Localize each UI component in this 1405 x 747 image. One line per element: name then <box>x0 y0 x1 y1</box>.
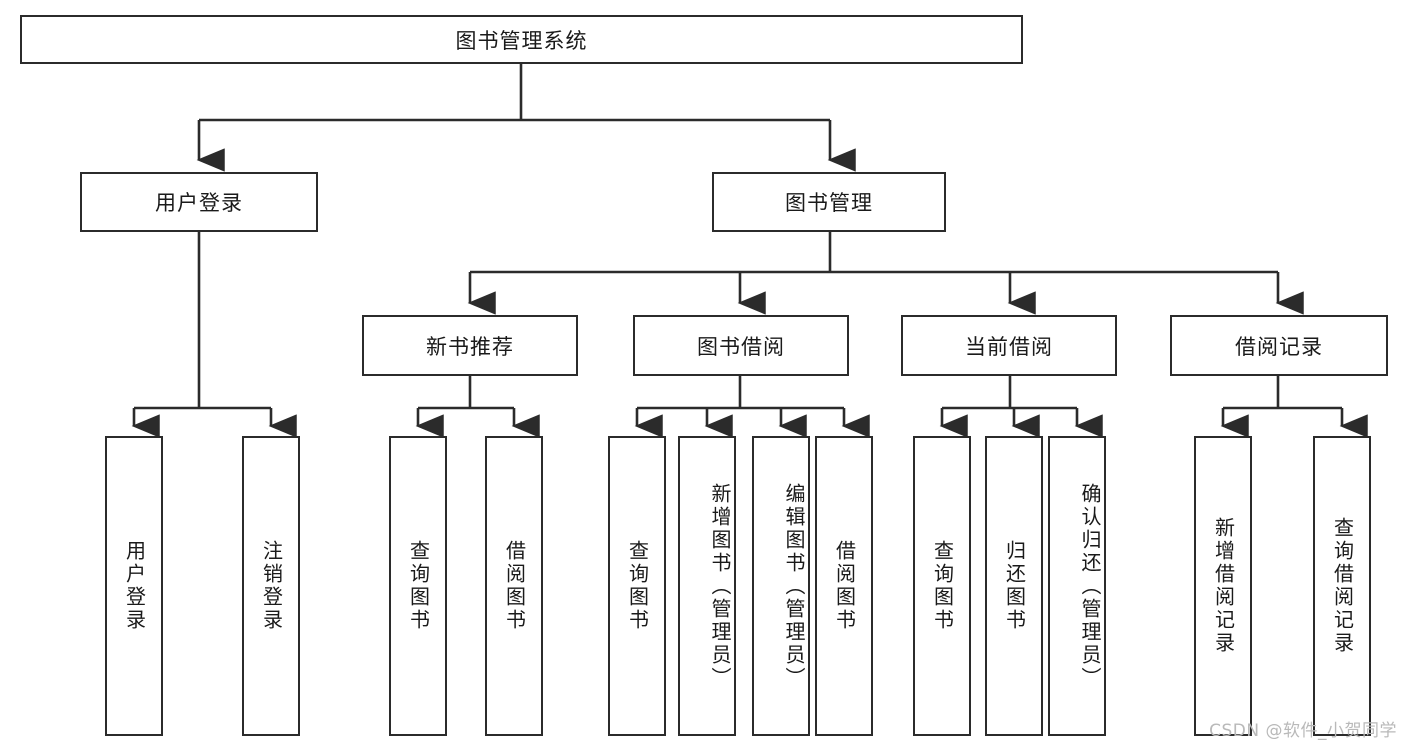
node-leaf-borrow-book-1[interactable]: 借阅图书 <box>485 436 543 736</box>
node-current-borrow[interactable]: 当前借阅 <box>901 315 1117 376</box>
node-leaf-logout-label: 注销登录 <box>259 540 284 632</box>
node-leaf-return-book-label: 归还图书 <box>1002 540 1027 632</box>
node-leaf-query-book-1[interactable]: 查询图书 <box>389 436 447 736</box>
node-leaf-query-book-2-label: 查询图书 <box>625 540 650 632</box>
node-leaf-query-book-3-label: 查询图书 <box>930 540 955 632</box>
node-borrow-record[interactable]: 借阅记录 <box>1170 315 1388 376</box>
node-leaf-query-book-1-label: 查询图书 <box>406 540 431 632</box>
node-root-system-label: 图书管理系统 <box>455 28 588 53</box>
node-leaf-query-book-3[interactable]: 查询图书 <box>913 436 971 736</box>
node-leaf-query-borrow-record-label: 查询借阅记录 <box>1330 517 1355 655</box>
node-leaf-borrow-book-2[interactable]: 借阅图书 <box>815 436 873 736</box>
node-book-borrow[interactable]: 图书借阅 <box>633 315 849 376</box>
node-current-borrow-label: 当前借阅 <box>965 334 1053 359</box>
node-root-system[interactable]: 图书管理系统 <box>20 15 1023 64</box>
node-new-book-recommend-label: 新书推荐 <box>426 334 514 359</box>
node-leaf-edit-book-admin-label: 编辑图书（管理员） <box>782 482 806 690</box>
node-leaf-add-book-admin-label: 新增图书（管理员） <box>708 482 732 690</box>
node-book-management[interactable]: 图书管理 <box>712 172 946 232</box>
node-leaf-add-book-admin[interactable]: 新增图书（管理员） <box>678 436 736 736</box>
node-new-book-recommend[interactable]: 新书推荐 <box>362 315 578 376</box>
node-user-login[interactable]: 用户登录 <box>80 172 318 232</box>
node-leaf-user-login-label: 用户登录 <box>122 540 147 632</box>
node-leaf-query-book-2[interactable]: 查询图书 <box>608 436 666 736</box>
node-leaf-borrow-book-2-label: 借阅图书 <box>832 540 857 632</box>
node-leaf-edit-book-admin[interactable]: 编辑图书（管理员） <box>752 436 810 736</box>
node-book-management-label: 图书管理 <box>785 191 873 215</box>
node-leaf-add-borrow-record[interactable]: 新增借阅记录 <box>1194 436 1252 736</box>
node-book-borrow-label: 图书借阅 <box>697 334 785 359</box>
node-leaf-add-borrow-record-label: 新增借阅记录 <box>1211 517 1236 655</box>
node-leaf-confirm-return-admin[interactable]: 确认归还（管理员） <box>1048 436 1106 736</box>
node-leaf-confirm-return-admin-label: 确认归还（管理员） <box>1078 482 1102 690</box>
node-leaf-logout[interactable]: 注销登录 <box>242 436 300 736</box>
node-user-login-label: 用户登录 <box>155 191 243 215</box>
node-leaf-query-borrow-record[interactable]: 查询借阅记录 <box>1313 436 1371 736</box>
node-leaf-return-book[interactable]: 归还图书 <box>985 436 1043 736</box>
node-borrow-record-label: 借阅记录 <box>1235 334 1323 359</box>
node-leaf-borrow-book-1-label: 借阅图书 <box>502 540 527 632</box>
node-leaf-user-login[interactable]: 用户登录 <box>105 436 163 736</box>
